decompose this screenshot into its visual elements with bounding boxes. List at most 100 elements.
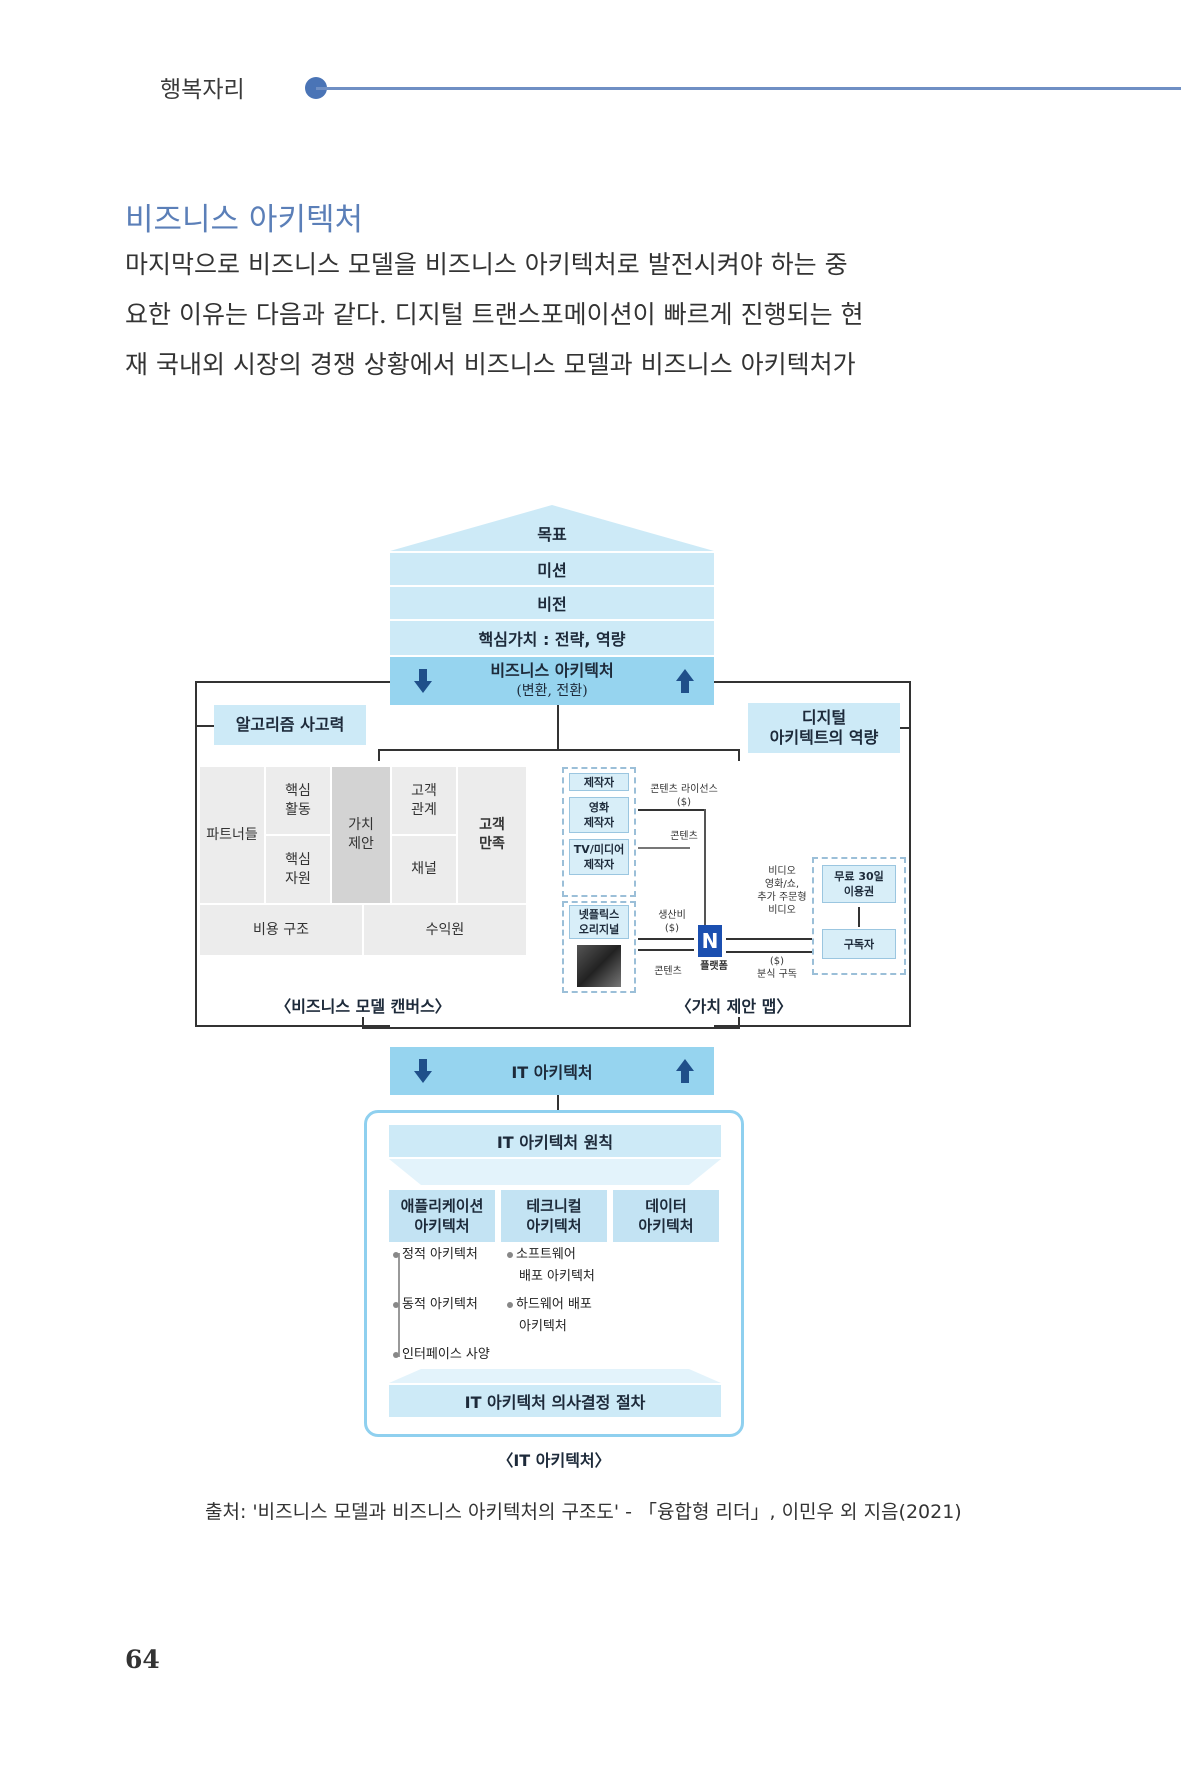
video-line3: 추가 주문형 xyxy=(757,892,807,903)
frame-top-right xyxy=(714,681,911,683)
content-a-arrow xyxy=(638,847,690,849)
license-line1: 콘텐츠 라이선스 xyxy=(650,784,718,795)
canvas-key-resources: 핵심 자원 xyxy=(266,836,330,903)
trial-connector xyxy=(858,907,860,927)
frame-bottom-right xyxy=(714,1025,911,1027)
platform-text: 플랫폼 xyxy=(700,961,728,972)
frame-bottom-left xyxy=(195,1025,390,1027)
netflix-original-chip: 넷플릭스 오리지널 xyxy=(569,905,629,939)
hardware-item-line2: 아키텍처 xyxy=(519,1319,567,1334)
hardware-line1: 하드웨어 배포 xyxy=(516,1297,592,1312)
value-prop-line1: 가치 xyxy=(348,817,374,833)
interface-item: 인터페이스 사양 xyxy=(393,1344,490,1366)
dynamic-architecture-item: 동적 아키텍처 xyxy=(393,1294,478,1316)
subscription-arrow xyxy=(726,951,812,953)
producer-chip: 제작자 xyxy=(569,773,629,791)
license-arrow-down xyxy=(704,809,706,925)
arrow-up-icon xyxy=(676,1059,694,1083)
tv-maker-line2: 제작자 xyxy=(583,858,615,871)
bullet-icon xyxy=(393,1251,399,1258)
page-number: 64 xyxy=(125,1645,160,1674)
items-timeline xyxy=(398,1253,400,1357)
video-line2: 영화/쇼, xyxy=(764,879,800,890)
bullet-icon xyxy=(507,1301,513,1308)
canvas-partners: 파트너들 xyxy=(200,767,264,903)
subscription-text: ($) 분식 구독 xyxy=(742,955,812,981)
tree-left-leg xyxy=(378,749,380,761)
value-prop-line2: 제안 xyxy=(348,836,374,852)
architecture-figure: 목표 미션 비전 핵심가치 : 전략, 역량 비즈니스 아키텍처 (변환, 전환… xyxy=(190,505,925,1475)
it-architecture-bar: IT 아키텍처 xyxy=(390,1047,714,1095)
movie-maker-line1: 영화 xyxy=(588,801,610,814)
canvas-key-activities: 핵심 활동 xyxy=(266,767,330,834)
key-resources-line1: 핵심 xyxy=(285,851,311,868)
header-rule xyxy=(316,87,1181,90)
mission-bar: 미션 xyxy=(390,553,714,585)
software-line1: 소프트웨어 xyxy=(516,1247,576,1262)
it-connector xyxy=(557,1095,559,1111)
original-content-thumbnail xyxy=(577,945,621,987)
arrow-up-icon xyxy=(676,669,694,693)
merge-bar xyxy=(362,1027,740,1029)
sub-fee: ($) xyxy=(769,956,785,967)
right-label-connector xyxy=(900,727,910,729)
hardware-item: 하드웨어 배포 xyxy=(507,1294,592,1316)
software-item: 소프트웨어 xyxy=(507,1244,576,1266)
tv-maker-line1: TV/미디어 xyxy=(573,843,625,856)
algorithmic-thinking-label: 알고리즘 사고력 xyxy=(214,705,366,745)
canvas-cost-structure: 비용 구조 xyxy=(200,905,362,955)
paragraph-line: 요한 이유는 다음과 같다. 디지털 트랜스포메이션이 빠르게 진행되는 현 xyxy=(125,300,864,329)
bullet-icon xyxy=(393,1301,399,1308)
sub-label: 분식 구독 xyxy=(757,969,797,980)
roof-shape xyxy=(390,505,714,551)
goal-label: 목표 xyxy=(537,525,567,544)
left-label-connector xyxy=(195,725,214,727)
data-arch-line2: 아키텍처 xyxy=(638,1217,694,1235)
movie-maker-chip: 영화 제작자 xyxy=(569,797,629,833)
netflix-line1: 넷플릭스 xyxy=(578,908,620,921)
customer-seg-line2: 만족 xyxy=(479,836,505,852)
license-arrow xyxy=(638,809,704,811)
trial-line1: 무료 30일 xyxy=(834,870,884,883)
digital-architect-line1: 디지털 xyxy=(801,708,847,727)
frame-top-left xyxy=(195,681,390,683)
static-architecture-item: 정적 아키텍처 xyxy=(393,1244,478,1266)
arrow-down-icon xyxy=(414,669,432,693)
production-line1: 생산비 xyxy=(658,910,686,921)
digital-architect-label: 디지털 아키텍트의 역량 xyxy=(748,703,900,753)
free-trial-chip: 무료 30일 이용권 xyxy=(822,865,896,903)
decision-funnel xyxy=(389,1369,721,1383)
bullet-icon xyxy=(507,1251,513,1258)
tv-maker-chip: TV/미디어 제작자 xyxy=(569,839,629,875)
tech-arch-line2: 아키텍처 xyxy=(526,1217,582,1235)
customer-rel-line2: 관계 xyxy=(411,801,437,818)
key-activities-line1: 핵심 xyxy=(285,782,311,799)
key-activities-line2: 활동 xyxy=(285,801,311,818)
canvas-down-leg xyxy=(362,1017,364,1029)
subscriber-chip: 구독자 xyxy=(822,929,896,959)
interface-label: 인터페이스 사양 xyxy=(402,1347,490,1362)
production-arrow xyxy=(638,938,694,940)
frame-left xyxy=(195,681,197,1027)
bullet-icon xyxy=(393,1351,399,1358)
canvas-customer-relationships: 고객 관계 xyxy=(392,767,456,834)
biz-arch-sub: (변환, 전환) xyxy=(516,683,588,699)
running-title: 행복자리 xyxy=(160,77,245,103)
business-architecture-bar: 비즈니스 아키텍처 (변환, 전환) xyxy=(390,657,714,705)
content-b-arrow xyxy=(638,949,694,951)
paragraph-line: 마지막으로 비즈니스 모델을 비즈니스 아키텍처로 발전시켜야 하는 중 xyxy=(125,250,848,279)
vision-bar: 비전 xyxy=(390,587,714,619)
video-text: 비디오 영화/쇼, 추가 주문형 비디오 xyxy=(742,865,822,917)
digital-architect-line2: 아키텍트의 역량 xyxy=(769,728,879,747)
tree-stem xyxy=(557,705,559,749)
production-line2: ($) xyxy=(664,923,680,934)
canvas-value-proposition: 가치 제안 xyxy=(332,767,390,903)
canvas-channels: 채널 xyxy=(392,836,456,903)
content-a-text: 콘텐츠 xyxy=(670,831,698,842)
arrow-down-icon xyxy=(414,1059,432,1083)
biz-arch-title: 비즈니스 아키텍처 xyxy=(490,661,614,680)
content-b-text: 콘텐츠 xyxy=(654,966,682,977)
